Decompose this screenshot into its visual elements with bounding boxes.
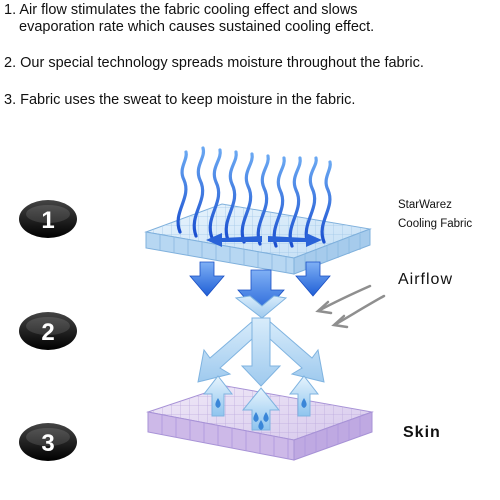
brand-label-line-2: Cooling Fabric [398, 218, 473, 230]
airflow-arrows [315, 284, 386, 329]
step-2-text: 2. Our special technology spreads moistu… [4, 55, 424, 71]
badge-3: 3 [19, 423, 77, 461]
badge-2: 2 [19, 312, 77, 350]
airflow-label: Airflow [398, 271, 454, 288]
badge-3-label: 3 [41, 430, 54, 457]
step-1-text: 1. Air flow stimulates the fabric coolin… [4, 2, 498, 36]
moisture-arrows [202, 375, 320, 431]
spread-arrows-top [206, 233, 322, 247]
step-1-line-2: evaporation rate which causes sustained … [19, 19, 375, 35]
droplet-icons [215, 398, 307, 430]
badge-1: 1 [19, 200, 77, 238]
spread-arrows [197, 295, 325, 387]
skin-label: Skin [403, 424, 441, 441]
badge-2-label: 2 [41, 319, 54, 346]
step-3-text: 3. Fabric uses the sweat to keep moistur… [4, 92, 356, 108]
air-wave-lines [176, 146, 332, 248]
badge-1-label: 1 [41, 207, 54, 234]
brand-label-line-1: StarWarez [398, 199, 452, 211]
step-1-line-1: 1. Air flow stimulates the fabric coolin… [4, 2, 358, 18]
